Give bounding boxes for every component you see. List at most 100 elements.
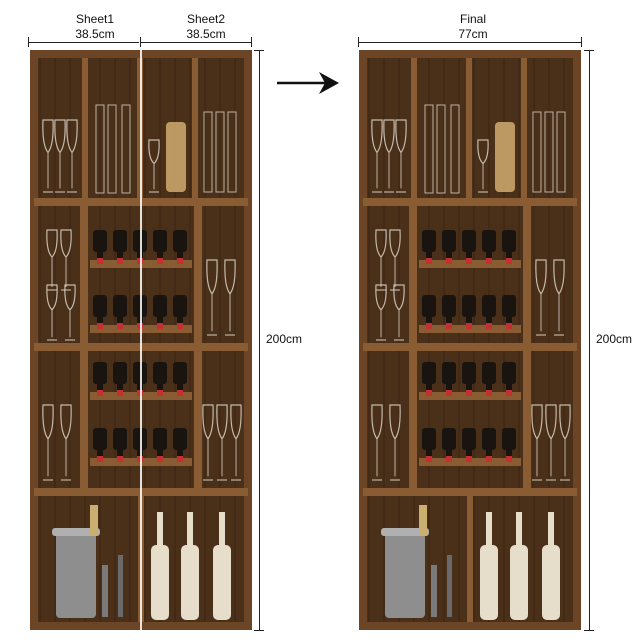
wine-glass bbox=[535, 259, 547, 295]
divider bbox=[80, 206, 86, 488]
left-height-line bbox=[259, 50, 260, 630]
bottle-cap bbox=[446, 323, 452, 329]
wine-glass bbox=[553, 259, 565, 295]
wine-bottle bbox=[93, 295, 107, 317]
bottle-cap bbox=[177, 323, 183, 329]
dim-tick bbox=[254, 50, 264, 51]
wine-glass bbox=[46, 229, 58, 258]
divider bbox=[521, 58, 527, 198]
bottle-cap bbox=[157, 390, 163, 396]
wine-bottle bbox=[173, 295, 187, 317]
bottle-cap bbox=[446, 258, 452, 264]
bottle-cap bbox=[486, 390, 492, 396]
wine-glass bbox=[206, 259, 218, 295]
bottle-cap bbox=[446, 456, 452, 462]
divider bbox=[409, 206, 415, 488]
bottle-cap bbox=[506, 258, 512, 264]
ice-bucket bbox=[56, 530, 96, 618]
wine-glass bbox=[477, 139, 489, 165]
wine-glass bbox=[395, 119, 407, 154]
bottle-cap bbox=[117, 390, 123, 396]
bottle-cap bbox=[486, 456, 492, 462]
wine-glass bbox=[375, 284, 387, 311]
wine-bottle bbox=[153, 230, 167, 252]
wine-bottle bbox=[113, 295, 127, 317]
standing-bottle bbox=[542, 545, 560, 620]
bucket-rim bbox=[381, 528, 429, 536]
wine-bottle bbox=[502, 428, 516, 450]
wine-bottle bbox=[422, 295, 436, 317]
wine-glass bbox=[64, 284, 76, 311]
sheet2-width-line bbox=[141, 42, 252, 43]
wine-bottle bbox=[173, 428, 187, 450]
wine-glass bbox=[393, 284, 405, 311]
rack-frame bbox=[413, 198, 527, 492]
wine-bottle bbox=[153, 362, 167, 384]
bottle-cap bbox=[486, 323, 492, 329]
standing-bottle-neck bbox=[219, 512, 225, 547]
standing-bottle bbox=[181, 545, 199, 620]
bottle-cap bbox=[117, 258, 123, 264]
divider bbox=[467, 496, 473, 622]
bottle-cap bbox=[177, 258, 183, 264]
wine-glass bbox=[371, 119, 383, 154]
wine-bottle bbox=[482, 230, 496, 252]
bottle-cap bbox=[506, 456, 512, 462]
bottle-cap bbox=[97, 456, 103, 462]
wine-bottle bbox=[173, 362, 187, 384]
wine-glass bbox=[559, 404, 571, 440]
bottle-cap bbox=[426, 456, 432, 462]
dim-tick bbox=[584, 50, 594, 51]
tall-glass bbox=[556, 111, 566, 193]
dim-tick bbox=[581, 37, 582, 47]
cork-jar bbox=[166, 122, 186, 192]
bottle-cap bbox=[97, 390, 103, 396]
final-name: Final bbox=[459, 12, 486, 26]
wine-bottle bbox=[113, 428, 127, 450]
wine-bottle bbox=[482, 362, 496, 384]
standing-bottle-neck bbox=[548, 512, 554, 547]
standing-bottle bbox=[480, 545, 498, 620]
standing-bottle-neck bbox=[157, 512, 163, 547]
left-height-label: 200cm bbox=[265, 332, 303, 346]
wine-bottle bbox=[422, 362, 436, 384]
wine-glass bbox=[230, 404, 242, 440]
wine-bottle bbox=[442, 295, 456, 317]
bottle-cap bbox=[426, 390, 432, 396]
tall-glass bbox=[215, 111, 225, 193]
sheet1-width-line bbox=[28, 42, 139, 43]
dim-tick bbox=[140, 37, 141, 47]
right-height-label: 200cm bbox=[595, 332, 633, 346]
sheet1-width: 38.5cm bbox=[75, 27, 115, 41]
tall-glass bbox=[532, 111, 542, 193]
right-arrow-icon bbox=[277, 72, 339, 94]
divider bbox=[82, 58, 88, 198]
bucket-rim bbox=[52, 528, 100, 536]
wine-bottle bbox=[502, 295, 516, 317]
wine-bottle bbox=[173, 230, 187, 252]
wine-glass bbox=[531, 404, 543, 440]
wine-glass bbox=[216, 404, 228, 440]
standing-bottle bbox=[213, 545, 231, 620]
bottle-cap bbox=[177, 456, 183, 462]
wine-glass bbox=[224, 259, 236, 295]
wine-glass bbox=[54, 119, 66, 154]
wine-bottle bbox=[462, 362, 476, 384]
wine-glass bbox=[371, 404, 383, 440]
dim-tick bbox=[584, 630, 594, 631]
shelf bbox=[363, 343, 577, 351]
divider bbox=[196, 206, 202, 488]
standing-bottle-neck bbox=[516, 512, 522, 547]
sheet2-width: 38.5cm bbox=[186, 27, 226, 41]
dim-tick bbox=[251, 37, 252, 47]
dim-tick bbox=[254, 630, 264, 631]
champagne-neck bbox=[90, 505, 98, 535]
ice-bucket bbox=[385, 530, 425, 618]
wine-glass bbox=[202, 404, 214, 440]
wine-bottle bbox=[93, 428, 107, 450]
wine-opener bbox=[118, 555, 123, 617]
wine-bottle bbox=[153, 295, 167, 317]
bottle-cap bbox=[446, 390, 452, 396]
divider bbox=[466, 58, 472, 198]
bottle-cap bbox=[506, 390, 512, 396]
